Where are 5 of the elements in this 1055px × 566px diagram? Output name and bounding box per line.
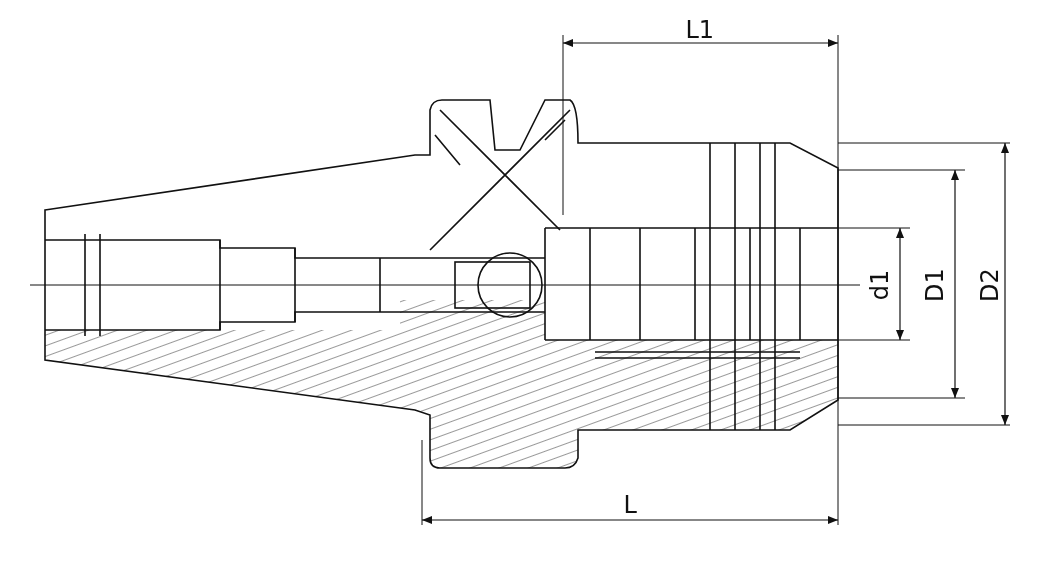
dimension-label: L [623, 493, 637, 517]
dimension-label: d1 [867, 269, 892, 301]
dimension-label: D2 [977, 268, 1002, 302]
dimension-label: L1 [685, 18, 715, 42]
dimension-label: D1 [922, 268, 947, 302]
